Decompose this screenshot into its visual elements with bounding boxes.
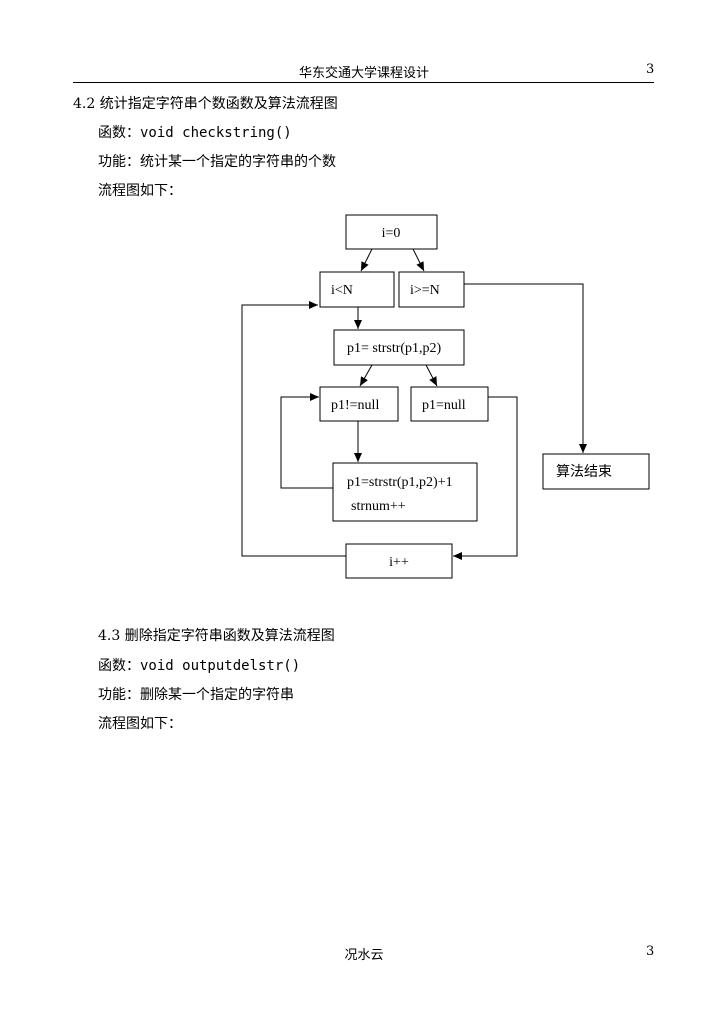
flow-box-init — [345, 214, 438, 250]
section-4-2-heading: 4.2 统计指定字符串个数函数及算法流程图 — [73, 96, 338, 112]
flow-box-not-found-condition — [410, 386, 489, 422]
running-header-title: 华东交通大学课程设计 — [298, 66, 429, 81]
section-4-2-function-line: 函数：void checkstring() — [98, 122, 292, 142]
arrow-init-to-condition — [360, 248, 373, 272]
arrow-search-to-not-found — [425, 364, 438, 387]
flow-text-loop-exit-condition: i>=N — [410, 283, 440, 298]
flow-text-end: 算法结束 — [556, 464, 612, 480]
flow-box-found-condition — [319, 386, 399, 422]
footer-author: 况水云 — [344, 948, 384, 963]
flow-text-init: i=0 — [382, 226, 401, 241]
arrow-exit-to-end — [464, 283, 587, 453]
function-signature: void checkstring() — [140, 125, 292, 141]
flow-text-found-condition: p1!=null — [331, 398, 379, 413]
function-signature: void outputdelstr() — [140, 658, 301, 674]
arrow-init-to-exit-condition — [412, 248, 425, 272]
flow-text-loop-condition: i<N — [331, 283, 353, 298]
section-4-3-flow-intro: 流程图如下： — [98, 716, 182, 732]
arrow-not-found-to-increment — [453, 396, 518, 560]
section-4-3-purpose: 功能：删除某一个指定的字符串 — [98, 687, 294, 703]
flow-text-update-line1: p1=strstr(p1,p2)+1 — [347, 475, 453, 490]
flow-box-update-count — [332, 462, 478, 522]
section-4-2-purpose: 功能：统计某一个指定的字符串的个数 — [98, 154, 336, 170]
footer-page-number: 3 — [646, 944, 655, 959]
flow-text-strstr-search: p1= strstr(p1,p2) — [347, 341, 442, 356]
flow-text-increment: i++ — [389, 555, 409, 570]
arrow-update-loop-back — [280, 393, 333, 489]
section-4-3-function-line: 函数：void outputdelstr() — [98, 655, 300, 675]
arrow-increment-loop-back — [241, 301, 346, 557]
flow-box-loop-condition — [319, 271, 395, 308]
running-header-page-number: 3 — [646, 62, 655, 77]
header-rule — [73, 82, 654, 83]
flow-text-not-found-condition: p1=null — [422, 398, 466, 413]
section-4-2-flow-intro: 流程图如下： — [98, 183, 182, 199]
flow-box-increment — [345, 543, 453, 579]
flow-box-end — [542, 453, 650, 490]
section-4-3-heading: 4.3 删除指定字符串函数及算法流程图 — [98, 628, 335, 644]
flow-box-loop-exit-condition — [398, 271, 465, 308]
function-label: 函数： — [98, 125, 140, 141]
arrow-search-to-found — [359, 364, 373, 387]
flow-box-strstr-search — [333, 329, 465, 366]
flow-text-update-line2: strnum++ — [351, 499, 406, 514]
function-label: 函数： — [98, 658, 140, 674]
